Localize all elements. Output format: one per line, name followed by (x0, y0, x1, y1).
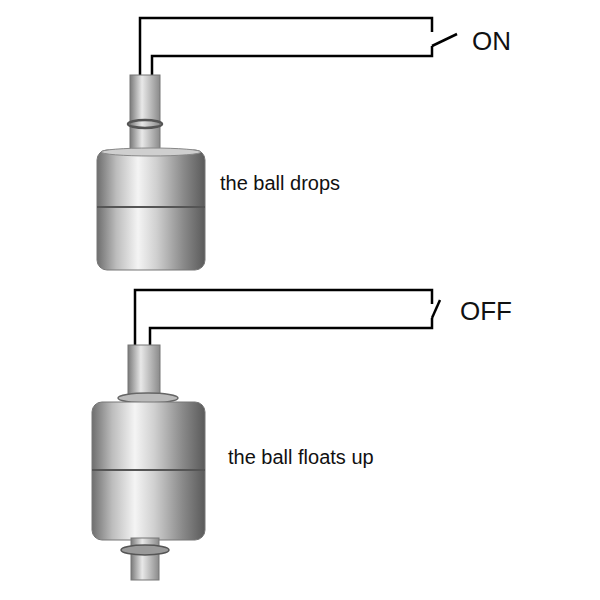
wire (135, 290, 440, 345)
label-holder: ON (472, 27, 511, 56)
float-switch-dropped (97, 75, 205, 270)
label-holder: the ball floats up (228, 446, 374, 468)
wire (140, 18, 457, 75)
switch-state: ON (472, 26, 511, 56)
switch-state: OFF (460, 296, 512, 326)
label-holder: OFF (460, 297, 512, 326)
float-caption: the ball drops (220, 172, 340, 194)
label-holder: the ball drops (220, 172, 340, 194)
float-caption: the ball floats up (228, 446, 374, 468)
float-switch-raised (92, 345, 205, 580)
